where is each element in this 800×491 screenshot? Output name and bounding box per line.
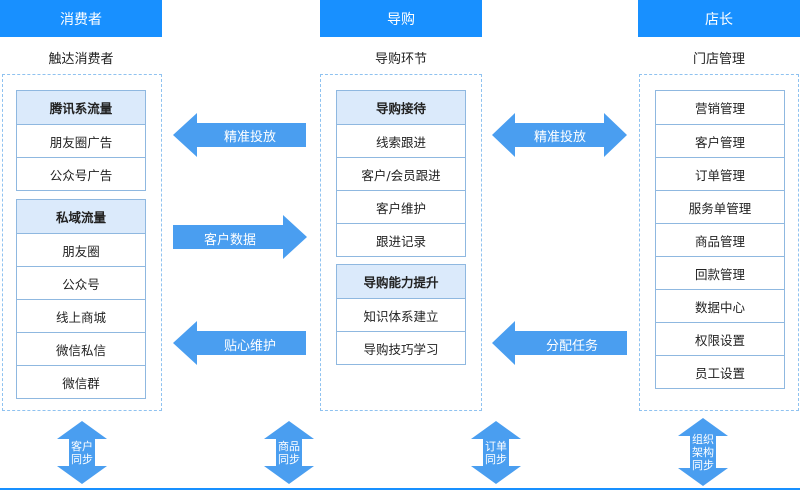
sync-label-org: 组织 架构 同步 [688, 433, 718, 472]
group-title: 导购能力提升 [337, 265, 465, 298]
list-item: 跟进记录 [337, 223, 465, 256]
manager-panel [639, 74, 799, 411]
sync-label-line: 订单 [485, 440, 507, 453]
sync-label-customer: 客户 同步 [67, 440, 97, 466]
list-item: 微信私信 [17, 332, 145, 365]
list-item: 导购技巧学习 [337, 331, 465, 364]
sync-arrow-product [264, 421, 314, 484]
store-management-group: 营销管理 客户管理 订单管理 服务单管理 商品管理 回款管理 数据中心 权限设置… [655, 90, 785, 389]
guide-reception-group: 导购接待 线索跟进 客户/会员跟进 客户维护 跟进记录 [336, 90, 466, 257]
sync-label-line: 同步 [485, 453, 507, 466]
list-item: 客户管理 [656, 124, 784, 157]
arrow-left-top [173, 113, 306, 157]
list-item: 回款管理 [656, 256, 784, 289]
bottom-divider [0, 488, 800, 490]
sync-label-line: 商品 [278, 440, 300, 453]
sync-label-line: 同步 [71, 453, 93, 466]
list-item: 公众号广告 [17, 157, 145, 190]
sync-label-line: 同步 [692, 459, 714, 472]
sync-label-order: 订单 同步 [481, 440, 511, 466]
group-title: 导购接待 [337, 91, 465, 124]
sync-label-product: 商品 同步 [274, 440, 304, 466]
arrow-label-left-mid: 客户数据 [203, 233, 256, 248]
consumer-subtitle: 触达消费者 [48, 52, 114, 67]
sync-label-line: 组织 [692, 433, 714, 446]
consumer-header: 消费者 [0, 0, 162, 37]
arrow-right-top [492, 113, 627, 157]
guide-ability-group: 导购能力提升 知识体系建立 导购技巧学习 [336, 264, 466, 365]
list-item: 朋友圈 [17, 233, 145, 266]
list-item: 服务单管理 [656, 190, 784, 223]
arrow-label-left-top: 精准投放 [223, 130, 276, 145]
list-item: 订单管理 [656, 157, 784, 190]
arrow-left-mid [173, 215, 307, 259]
guide-subtitle: 导购环节 [374, 52, 427, 67]
manager-header: 店长 [638, 0, 800, 37]
private-traffic-group: 私域流量 朋友圈 公众号 线上商城 微信私信 微信群 [16, 199, 146, 399]
group-title: 私域流量 [17, 200, 145, 233]
list-item: 知识体系建立 [337, 298, 465, 331]
list-item: 员工设置 [656, 355, 784, 388]
guide-panel [320, 74, 482, 411]
sync-arrow-customer [57, 421, 107, 484]
list-item: 微信群 [17, 365, 145, 398]
list-item: 线索跟进 [337, 124, 465, 157]
list-item: 线上商城 [17, 299, 145, 332]
tencent-traffic-group: 腾讯系流量 朋友圈广告 公众号广告 [16, 90, 146, 191]
list-item: 客户/会员跟进 [337, 157, 465, 190]
arrow-label-right-top: 精准投放 [533, 130, 586, 145]
arrow-right-bottom [492, 321, 627, 365]
list-item: 权限设置 [656, 322, 784, 355]
sync-arrow-order [471, 421, 521, 484]
consumer-panel [2, 74, 162, 411]
list-item: 营销管理 [694, 101, 745, 116]
manager-subtitle: 门店管理 [692, 52, 745, 67]
sync-label-line: 客户 [71, 440, 93, 453]
guide-header: 导购 [320, 0, 482, 37]
arrow-label-left-bottom: 贴心维护 [223, 339, 276, 354]
arrow-label-right-bottom: 分配任务 [545, 339, 598, 354]
arrow-left-bottom [173, 321, 306, 365]
group-title: 腾讯系流量 [17, 91, 145, 124]
list-item: 朋友圈广告 [17, 124, 145, 157]
sync-arrow-org [678, 418, 728, 486]
list-item: 公众号 [17, 266, 145, 299]
sync-label-line: 同步 [278, 453, 300, 466]
sync-label-line: 架构 [692, 446, 714, 459]
list-item: 客户维护 [337, 190, 465, 223]
list-item: 数据中心 [656, 289, 784, 322]
list-item: 商品管理 [656, 223, 784, 256]
